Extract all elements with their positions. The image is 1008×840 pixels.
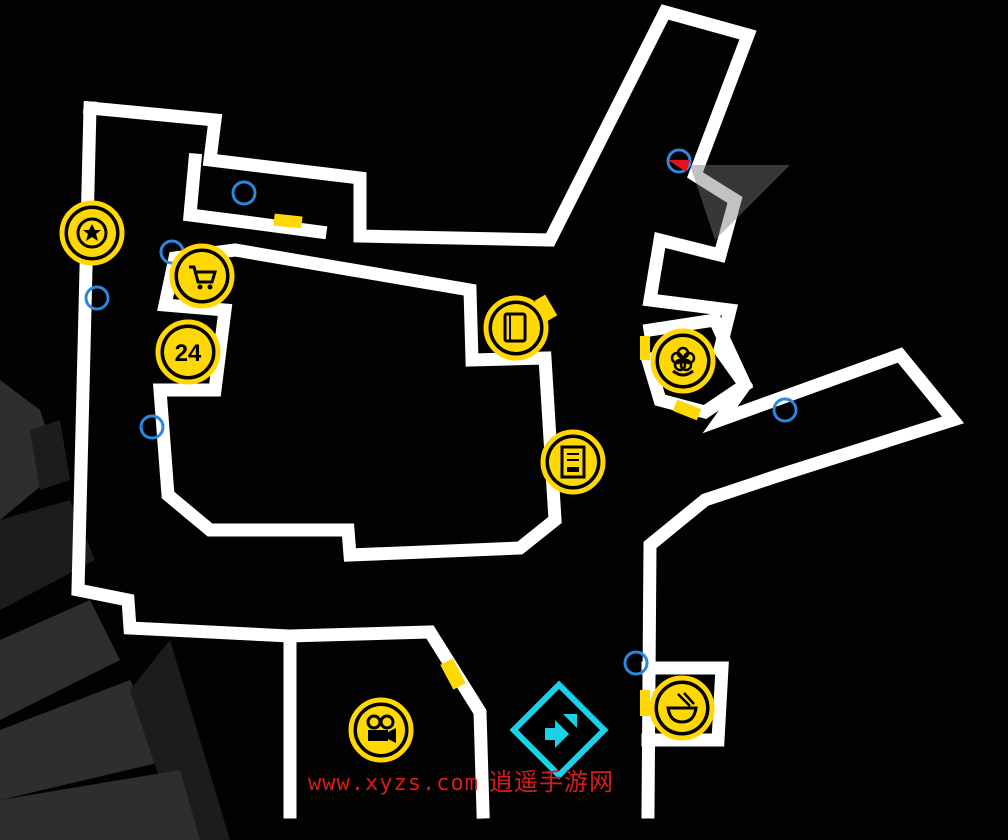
watermark-site: www.xyzs.com <box>308 771 479 796</box>
flower-block <box>639 312 754 420</box>
watermark-name: 逍遥手游网 <box>488 768 614 796</box>
vending-machine-icon[interactable] <box>540 429 606 495</box>
outer-wall <box>82 4 965 819</box>
book-icon[interactable] <box>483 295 549 361</box>
movie-camera-icon[interactable] <box>348 697 414 763</box>
watermark: www.xyzs.com 逍遥手游网 <box>308 762 614 797</box>
police-box-icon[interactable] <box>59 200 125 266</box>
north-corridor-wall <box>182 152 328 240</box>
player-arrow-icon <box>668 160 690 172</box>
noodle-bowl-icon[interactable] <box>649 675 715 741</box>
flower-icon[interactable] <box>650 328 716 394</box>
open-24-icon[interactable]: 24 <box>155 319 221 385</box>
shopping-cart-icon[interactable] <box>169 243 235 309</box>
view-cone <box>690 165 790 240</box>
background-buildings <box>0 380 230 840</box>
interaction-spots <box>84 148 798 676</box>
svg-text:24: 24 <box>175 340 202 367</box>
doors <box>273 213 702 716</box>
left-wall <box>71 101 297 819</box>
exit-direction-icon[interactable] <box>509 680 609 780</box>
